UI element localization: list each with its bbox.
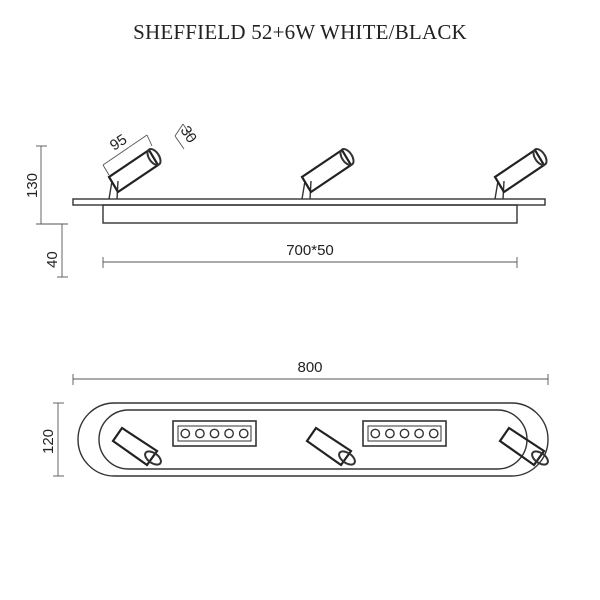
spotlight-side-1	[107, 148, 162, 200]
dim-length	[72, 374, 549, 385]
led-module-1	[172, 420, 257, 447]
led-dot	[428, 428, 439, 439]
dim-spot-length-label: 95	[107, 131, 130, 154]
led-dot	[209, 428, 220, 439]
led-dot	[384, 428, 395, 439]
spotlight-top-3	[498, 426, 549, 467]
led-dot	[238, 428, 249, 439]
dim-spot-length	[102, 134, 153, 176]
led-dot	[370, 428, 381, 439]
side-view	[72, 148, 548, 224]
dim-base-size	[102, 257, 518, 268]
led-dot	[224, 428, 235, 439]
top-view-outline	[77, 402, 549, 477]
spotlight-top-1	[111, 426, 162, 467]
dim-base-height	[36, 223, 68, 278]
dim-width-label: 120	[40, 429, 57, 454]
spotlight-top-2	[305, 426, 356, 467]
led-dots-2	[370, 428, 439, 439]
spotlight-side-3	[493, 148, 548, 200]
led-dots-1	[180, 428, 249, 439]
side-view-base	[102, 204, 518, 224]
dim-base-height-label: 40	[44, 251, 61, 268]
led-dot	[399, 428, 410, 439]
drawing-title: SHEFFIELD 52+6W WHITE/BLACK	[133, 20, 467, 44]
dim-base-size-label: 700*50	[286, 242, 334, 259]
led-dot	[194, 428, 205, 439]
led-dot	[414, 428, 424, 439]
led-module-2	[362, 420, 447, 447]
dim-total-height-label: 130	[24, 173, 41, 198]
side-view-plate	[72, 198, 546, 206]
dim-spot-diameter-label: 30	[177, 123, 200, 146]
dim-total-height	[36, 145, 47, 224]
top-view	[77, 402, 549, 477]
dim-length-label: 800	[297, 359, 322, 376]
led-dot	[180, 428, 191, 439]
top-view-inner-outline	[98, 409, 528, 470]
spotlight-side-2	[300, 148, 355, 200]
dim-spot-diameter	[174, 123, 194, 150]
dim-width	[53, 402, 64, 477]
